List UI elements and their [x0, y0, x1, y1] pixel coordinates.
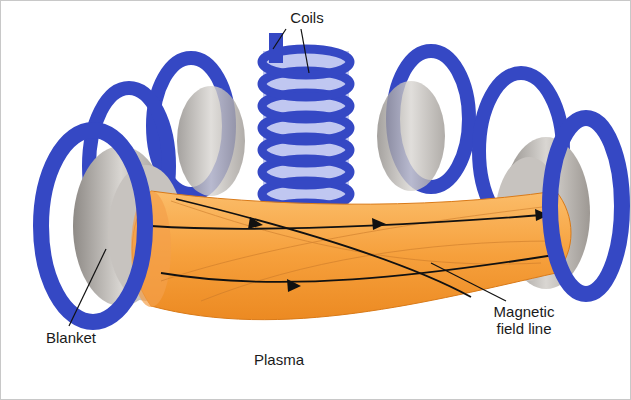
field-lines: [151, 199, 556, 297]
leader-lines: [69, 29, 506, 326]
front-coils: [41, 118, 622, 322]
blanket-label: Blanket: [31, 329, 111, 346]
field-line-label: Magnetic field line: [479, 303, 569, 338]
central-solenoid: [262, 33, 350, 229]
coils-label: Coils: [277, 9, 337, 26]
plasma-label: Plasma: [239, 351, 319, 368]
field-arrowheads: [248, 209, 549, 292]
plasma-torus: [132, 191, 571, 320]
